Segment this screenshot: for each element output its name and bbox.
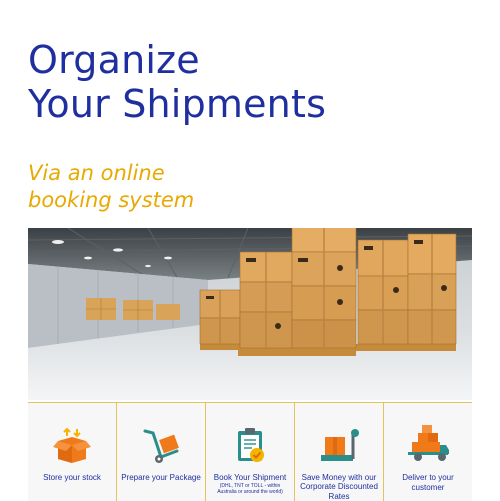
subtitle: Via an online booking system <box>28 160 194 214</box>
delivery-truck-icon <box>404 423 452 467</box>
features-strip: Store your stock Prepare your Package <box>28 402 472 501</box>
feature-book-shipment: Book Your Shipment (DHL, TNT or TOLL - w… <box>206 403 295 501</box>
feature-deliver: Deliver to your customer <box>384 403 472 501</box>
scale-package-icon <box>315 423 363 467</box>
page-title: Organize Your Shipments <box>28 38 326 126</box>
open-box-icon <box>48 423 96 467</box>
feature-store-stock: Store your stock <box>28 403 117 501</box>
feature-label: Store your stock <box>39 473 105 483</box>
feature-label: Deliver to your customer <box>384 473 472 492</box>
warehouse-illustration <box>28 228 472 400</box>
feature-label: Prepare your Package <box>117 473 205 483</box>
feature-label: Book Your Shipment <box>210 473 291 483</box>
title-line-2: Your Shipments <box>28 82 326 126</box>
clipboard-check-icon <box>226 423 274 467</box>
feature-save-money: Save Money with our Corporate Discounted… <box>295 403 384 501</box>
title-line-1: Organize <box>28 38 200 82</box>
subtitle-line-1: Via an online <box>28 161 165 185</box>
hand-truck-icon <box>137 423 185 467</box>
feature-sublabel: (DHL, TNT or TOLL - within Australia or … <box>206 483 294 495</box>
warehouse-hero-image <box>28 228 472 400</box>
subtitle-line-2: booking system <box>28 188 194 212</box>
feature-label: Save Money with our Corporate Discounted… <box>295 473 383 501</box>
feature-prepare-package: Prepare your Package <box>117 403 206 501</box>
